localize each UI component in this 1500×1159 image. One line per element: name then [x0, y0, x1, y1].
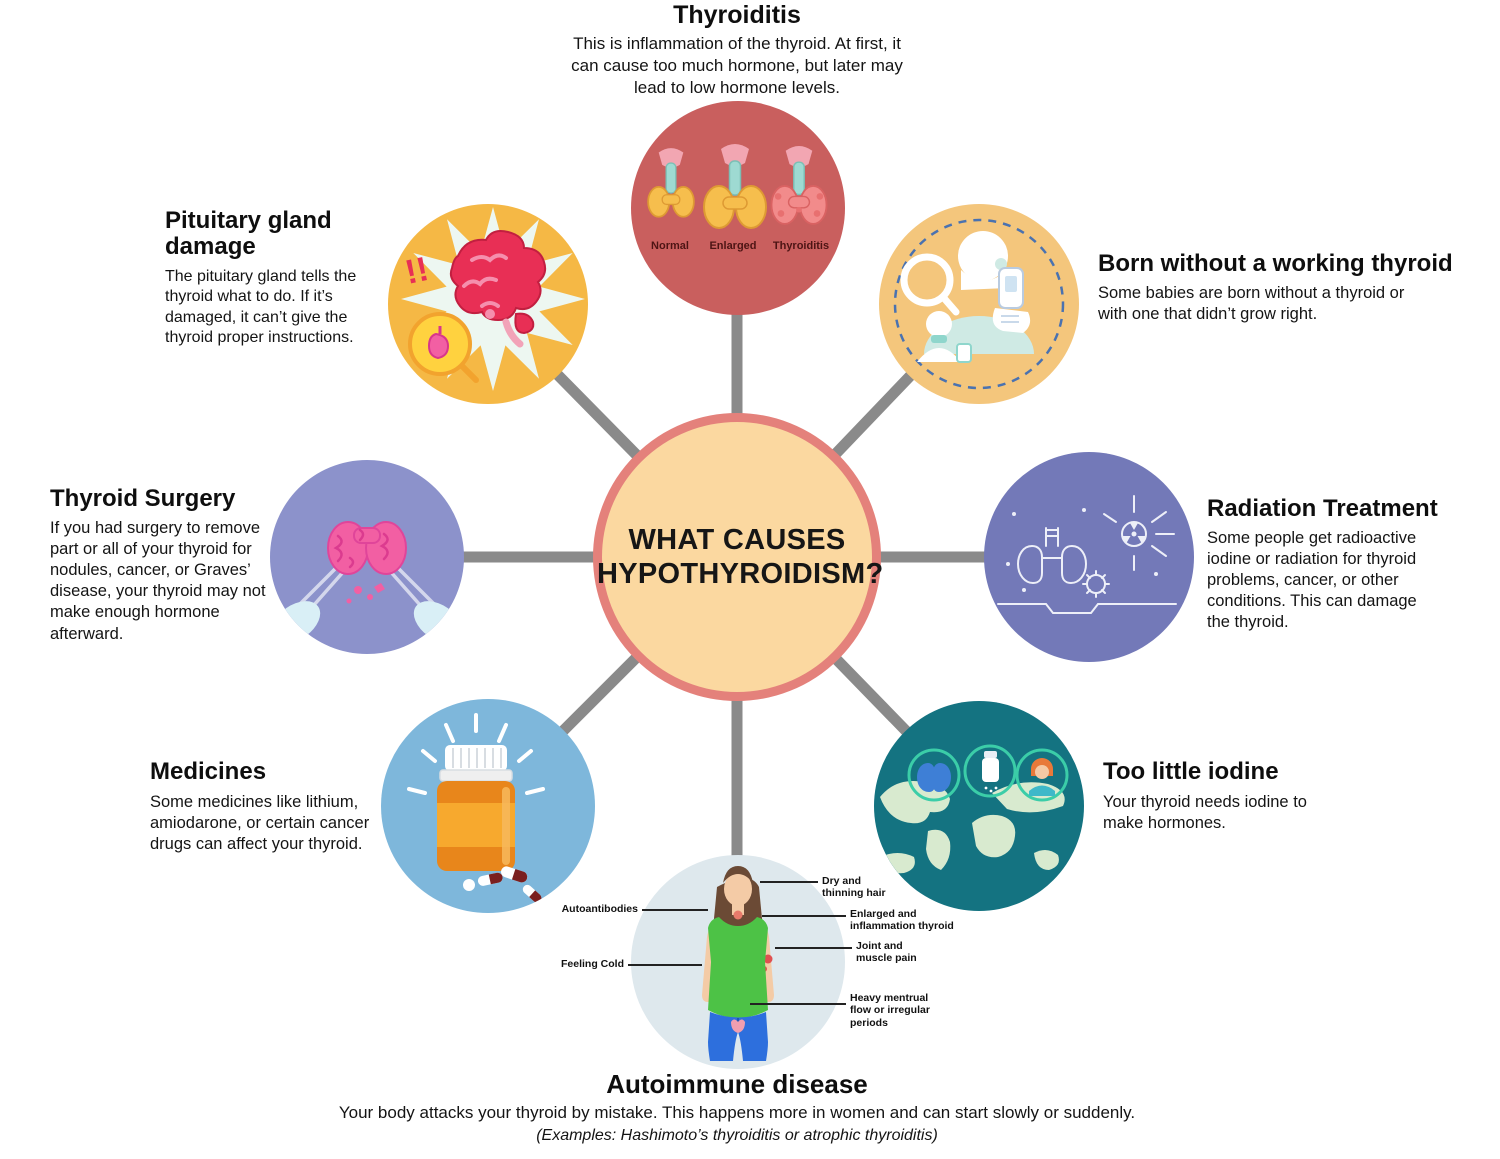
- symptom-label-periods: Heavy mentrual flow or irregular periods: [850, 992, 930, 1029]
- thyroiditis-circle: [631, 101, 845, 315]
- symptom-label-joint: Joint and muscle pain: [856, 940, 917, 965]
- thyroid-state-label-normal: Normal: [651, 240, 689, 252]
- brain-pituitary-icon: !!: [401, 207, 585, 391]
- callout-line-joint: [775, 947, 852, 949]
- symptom-label-hair: Dry and thinning hair: [822, 875, 886, 900]
- center-title: WHAT CAUSES HYPOTHYROIDISM?: [597, 523, 884, 590]
- symptom-label-cold: Feeling Cold: [561, 958, 624, 970]
- medicines-circle: [381, 699, 595, 913]
- born-without-thyroid-circle: [879, 204, 1079, 404]
- callout-line-hair: [760, 881, 818, 883]
- radiation-icon: [997, 495, 1177, 614]
- thyroid-surgery-circle: [270, 460, 464, 654]
- born-description: Some babies are born without a thyroid o…: [1098, 284, 1405, 324]
- thyroid-state-label-thyroiditis: Thyroiditis: [772, 240, 830, 252]
- autoimmune-disease-circle: [631, 855, 845, 1069]
- exclamation-marks-icon: !!: [402, 250, 432, 292]
- pituitary-damage-circle: !!: [388, 204, 588, 404]
- thyroid-state-label-enlarged: Enlarged: [709, 240, 757, 252]
- autoimmune-title: Autoimmune disease: [606, 1069, 868, 1099]
- world-iodine-icon: [880, 744, 1069, 874]
- iodine-description: Your thyroid needs iodine to make hormon…: [1103, 793, 1307, 833]
- pituitary-description: The pituitary gland tells the thyroid wh…: [165, 268, 357, 347]
- thyroiditis-description: This is inflammation of the thyroid. At …: [571, 34, 903, 97]
- thyroiditis-title: Thyroiditis: [673, 1, 801, 29]
- symptom-label-autoantibodies: Autoantibodies: [561, 903, 638, 915]
- autoimmune-description: Your body attacks your thyroid by mistak…: [338, 1103, 1136, 1122]
- callout-line-autoantibodies: [642, 909, 708, 911]
- callout-line-periods: [750, 1003, 846, 1005]
- too-little-iodine-circle: [874, 701, 1084, 911]
- radiation-title: Radiation Treatment: [1207, 495, 1438, 522]
- surgery-title: Thyroid Surgery: [50, 485, 236, 512]
- radiation-description: Some people get radioactive iodine or ra…: [1207, 529, 1417, 632]
- born-title: Born without a working thyroid: [1098, 250, 1453, 277]
- woman-symptoms-icon: [702, 866, 774, 1061]
- pituitary-title: Pituitary gland damage: [165, 207, 332, 260]
- medicines-description: Some medicines like lithium, amiodarone,…: [150, 793, 370, 854]
- callout-line-cold: [628, 964, 702, 966]
- iodine-title: Too little iodine: [1103, 758, 1279, 785]
- center-circle: WHAT CAUSES HYPOTHYROIDISM?: [593, 413, 884, 701]
- medicines-title: Medicines: [150, 758, 267, 785]
- radiation-treatment-circle: [984, 452, 1194, 662]
- thyroiditis-illustration-icon: [647, 144, 828, 229]
- baby-screening-icon: [893, 218, 1065, 390]
- surgery-description: If you had surgery to remove part or all…: [50, 519, 266, 643]
- autoimmune-examples: (Examples: Hashimoto’s thyroiditis or at…: [536, 1127, 938, 1144]
- callout-line-thyroid: [762, 915, 846, 917]
- symptom-label-thyroid: Enlarged and inflammation thyroid: [850, 908, 954, 933]
- pill-bottle-icon: [407, 713, 545, 903]
